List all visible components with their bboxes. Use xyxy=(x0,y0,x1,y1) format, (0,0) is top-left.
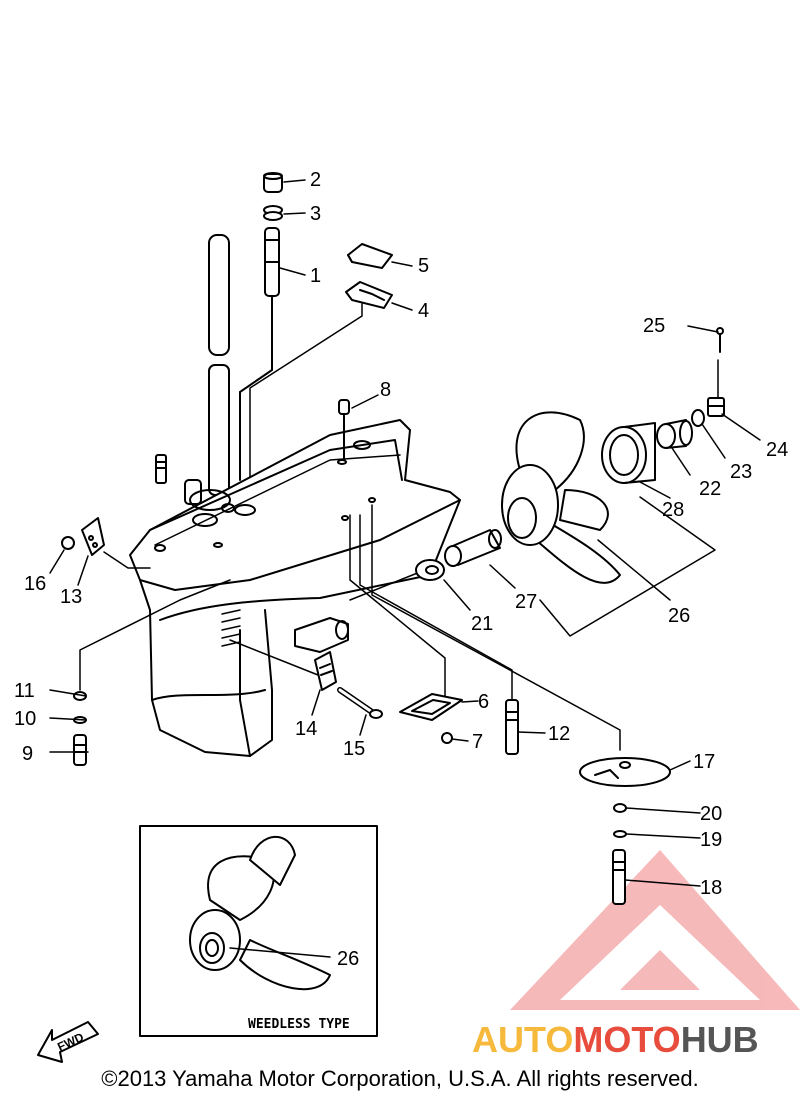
cover xyxy=(399,693,463,721)
inset-callout-26: 26 xyxy=(337,948,359,970)
callout-19: 19 xyxy=(700,829,722,851)
weedless-propeller xyxy=(189,835,331,991)
oil-seal xyxy=(263,205,283,221)
callout-2: 2 xyxy=(310,169,321,191)
callout-4: 4 xyxy=(418,300,429,322)
callout-25: 25 xyxy=(643,315,665,337)
bolt xyxy=(73,734,87,766)
callout-12: 12 xyxy=(548,723,570,745)
bushing xyxy=(263,172,283,193)
callout-16: 16 xyxy=(24,573,46,595)
seal-block-upper xyxy=(347,243,393,269)
drive-shaft xyxy=(208,234,230,496)
callout-9: 9 xyxy=(22,743,33,765)
callout-20: 20 xyxy=(700,803,722,825)
watermark-text: AUTOMOTOHUB xyxy=(472,1019,759,1060)
bolt xyxy=(612,849,626,905)
washer xyxy=(601,422,656,484)
anode xyxy=(81,517,105,556)
washer xyxy=(691,409,705,427)
callout-21: 21 xyxy=(471,613,493,635)
watermark-logo-icon xyxy=(510,850,800,1010)
inset-label: WEEDLESS TYPE xyxy=(248,1017,350,1032)
thrust-washer xyxy=(415,559,445,581)
callout-13: 13 xyxy=(60,586,82,608)
bolt xyxy=(441,732,453,744)
callout-15: 15 xyxy=(343,738,365,760)
callout-22: 22 xyxy=(699,478,721,500)
callout-27: 27 xyxy=(515,591,537,613)
propeller-nut xyxy=(707,397,725,417)
callout-10: 10 xyxy=(14,708,36,730)
seal-block-lower xyxy=(345,281,393,309)
callout-26: 26 xyxy=(668,605,690,627)
spacer xyxy=(656,419,693,449)
washer xyxy=(613,830,627,838)
plug xyxy=(338,399,350,461)
callout-24: 24 xyxy=(766,439,788,461)
screw xyxy=(155,454,167,484)
shift-rod xyxy=(239,227,280,481)
copyright-footer: ©2013 Yamaha Motor Corporation, U.S.A. A… xyxy=(101,1066,699,1091)
callout-23: 23 xyxy=(730,461,752,483)
trim-tab xyxy=(314,651,337,691)
anode-plate xyxy=(579,757,671,787)
watermark-part3: HUB xyxy=(681,1019,759,1060)
fwd-arrow-icon xyxy=(37,1021,99,1063)
callout-17: 17 xyxy=(693,751,715,773)
watermark-part1: AUTO xyxy=(472,1019,573,1060)
callout-18: 18 xyxy=(700,877,722,899)
callout-28: 28 xyxy=(662,499,684,521)
watermark-part2: MOTO xyxy=(573,1019,680,1060)
callout-7: 7 xyxy=(472,731,483,753)
lower-casing xyxy=(129,419,461,757)
callout-5: 5 xyxy=(418,255,429,277)
callout-6: 6 xyxy=(478,691,489,713)
washer xyxy=(613,803,627,813)
callout-11: 11 xyxy=(14,680,35,702)
propeller xyxy=(501,411,621,584)
spacer xyxy=(444,529,502,567)
bolt xyxy=(61,536,75,550)
callout-3: 3 xyxy=(310,203,321,225)
fwd-label: FWD xyxy=(55,1030,86,1054)
bolt xyxy=(505,699,519,755)
callout-1: 1 xyxy=(310,265,321,287)
callout-labels: 2 3 1 5 4 8 6 7 9 10 11 12 13 14 15 16 1… xyxy=(14,169,788,1054)
bolt xyxy=(337,687,383,719)
callout-8: 8 xyxy=(380,379,391,401)
inset-box xyxy=(139,825,378,1037)
cotter-pin xyxy=(716,327,724,399)
callout-14: 14 xyxy=(295,718,317,740)
